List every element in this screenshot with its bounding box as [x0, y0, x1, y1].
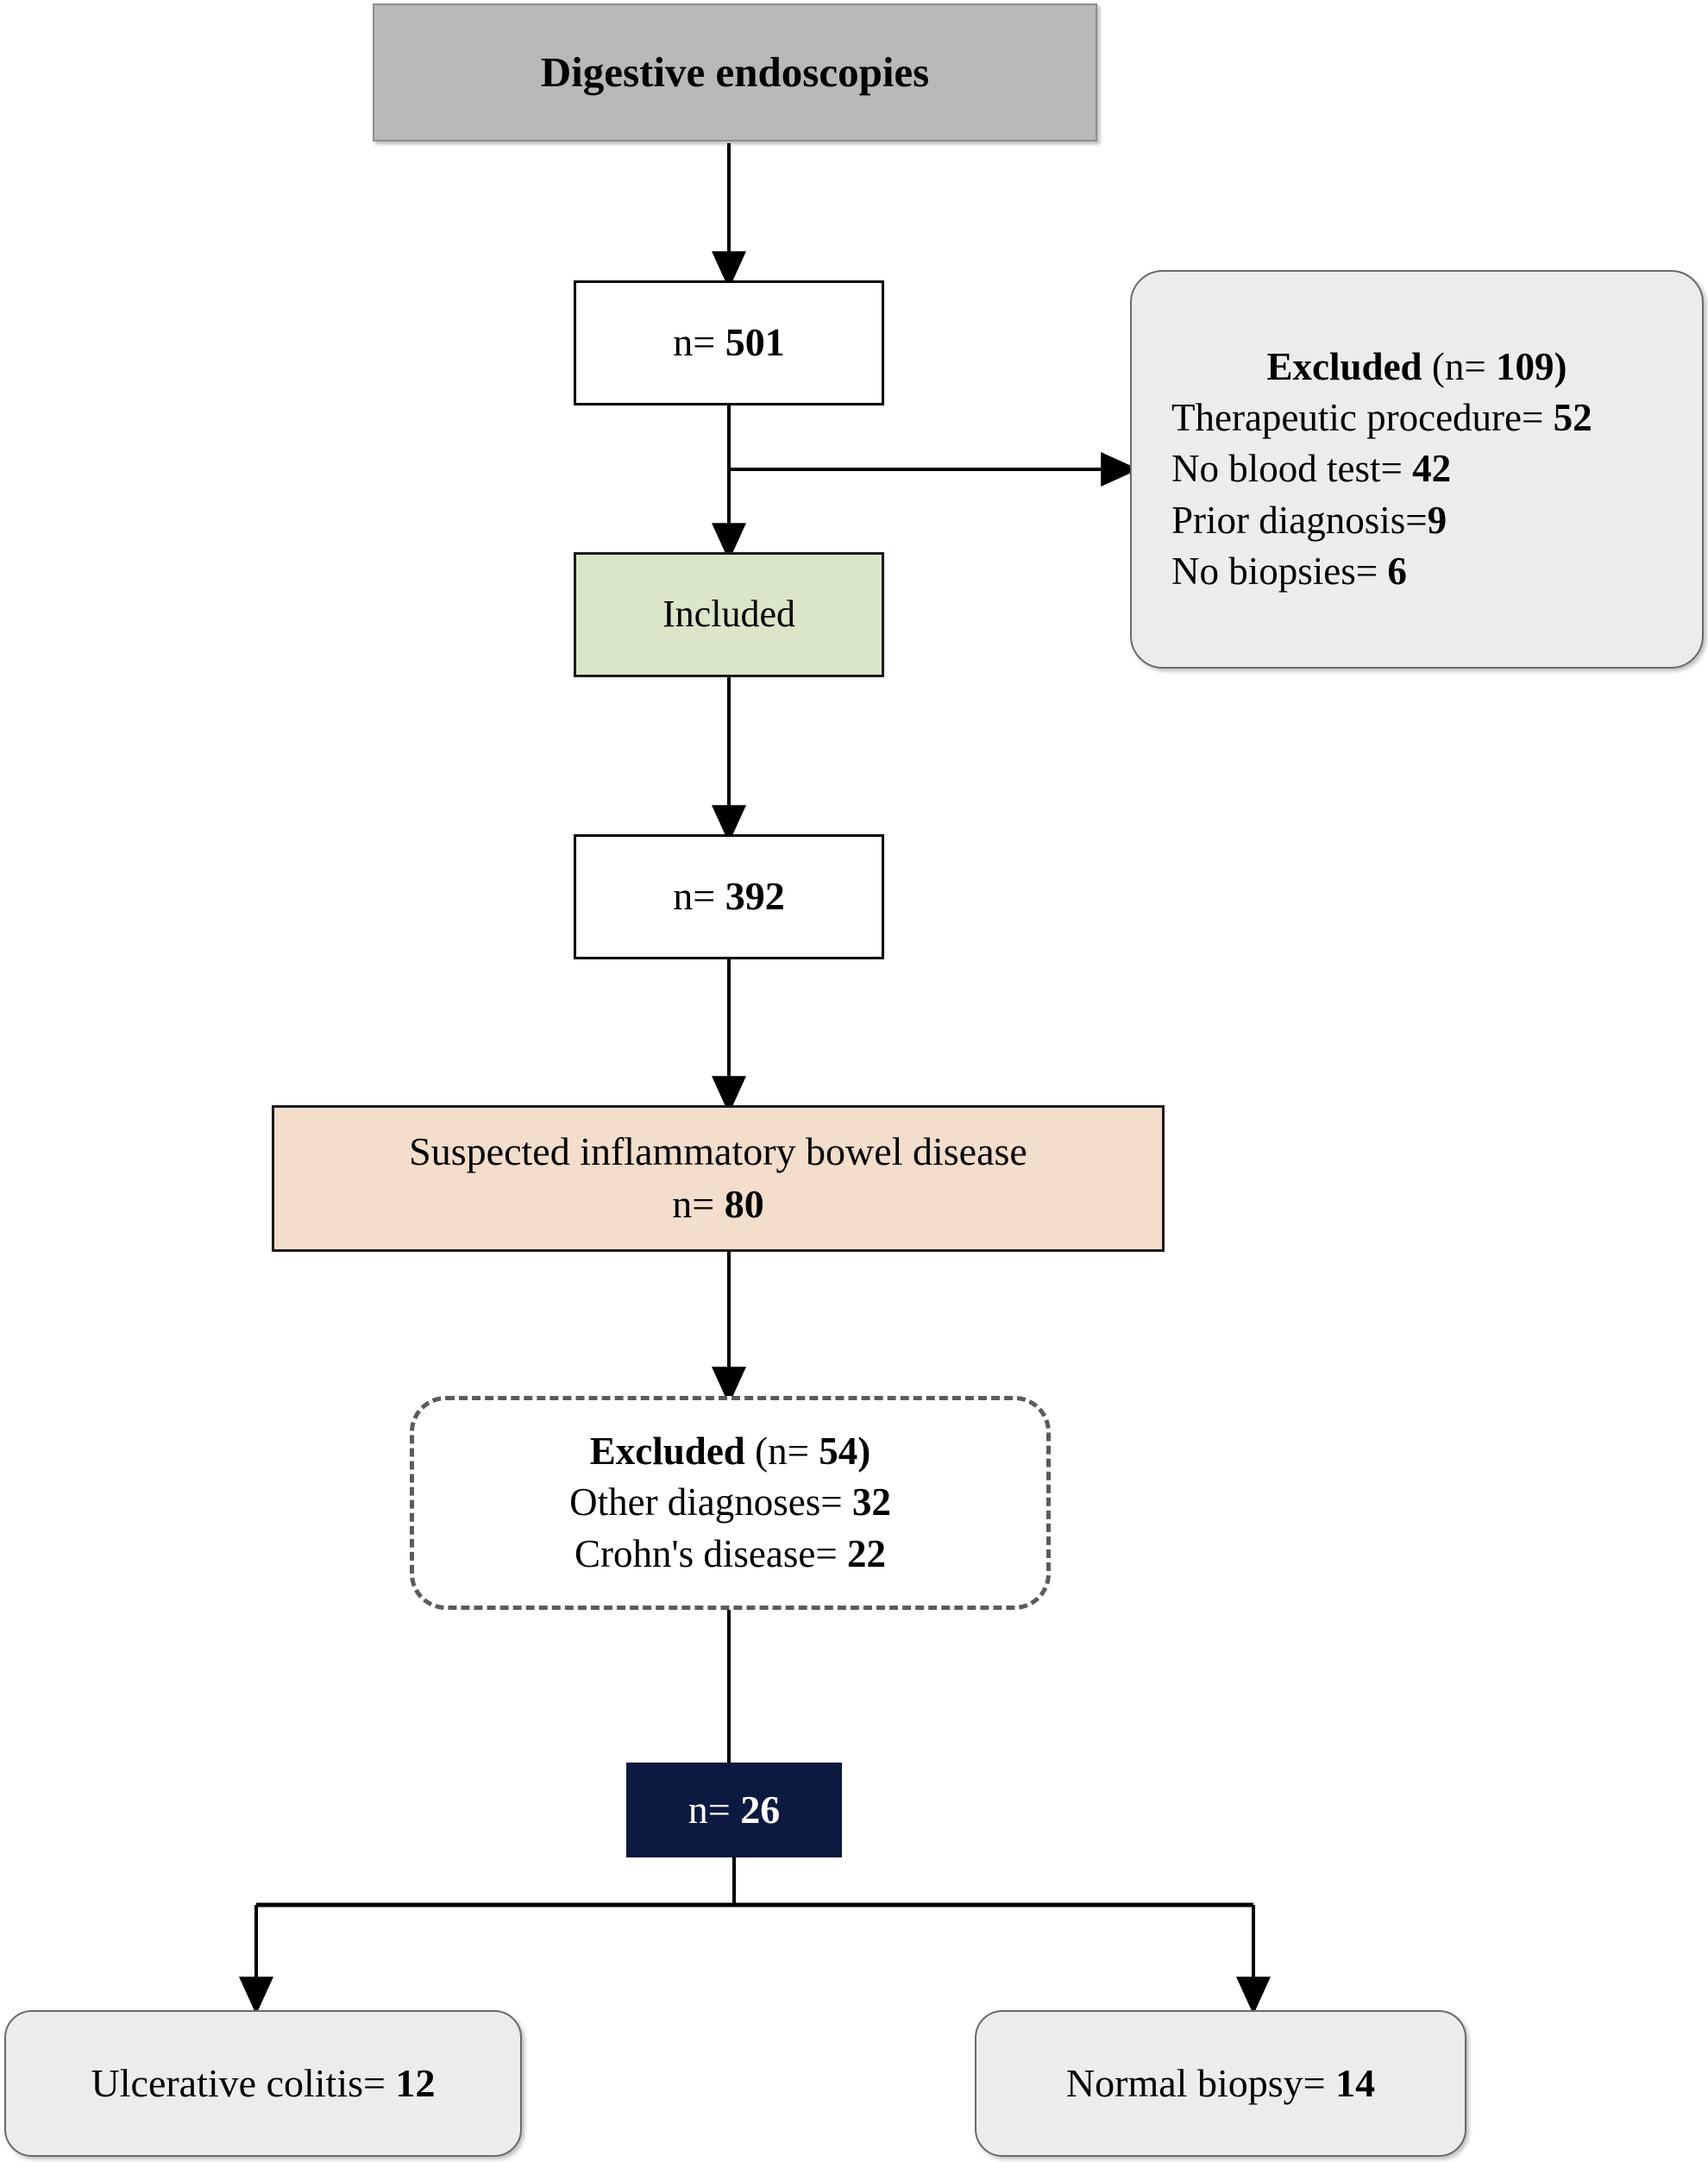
excluded-top-heading-value: 109 [1495, 344, 1554, 388]
total-count-value: 501 [725, 320, 785, 365]
node-ulcerative-colitis[interactable]: Ulcerative colitis= 12 [4, 2010, 522, 2157]
excluded-top-heading: Excluded (n= 109) [1171, 342, 1662, 393]
total-count-prefix: n= [673, 320, 725, 365]
node-remaining-count[interactable]: n= 392 [574, 834, 884, 959]
excluded-top-item-1: No blood test= 42 [1171, 443, 1662, 494]
excluded-dashed-item-0-value: 32 [851, 1480, 891, 1524]
remaining-count-prefix: n= [673, 874, 725, 919]
suspected-label: Suspected inflammatory bowel disease [409, 1129, 1027, 1174]
suspected-count-value: 80 [724, 1182, 764, 1226]
node-normal-biopsy[interactable]: Normal biopsy= 14 [975, 2010, 1466, 2157]
remaining-count-value: 392 [725, 874, 785, 919]
excluded-dashed-heading-paren-close: ) [857, 1429, 871, 1473]
header-label: Digestive endoscopies [540, 47, 930, 96]
node-digestive-endoscopies[interactable]: Digestive endoscopies [373, 3, 1097, 141]
ulcerative-colitis-text: Ulcerative colitis= 12 [91, 2058, 436, 2110]
excluded-top-item-3: No biopsies= 6 [1171, 546, 1662, 597]
excluded-top-heading-paren-close: ) [1554, 344, 1567, 388]
suspected-count-prefix: n= [672, 1182, 725, 1226]
node-excluded-top[interactable]: Excluded (n= 109) Therapeutic procedure=… [1130, 270, 1704, 669]
excluded-dashed-item-1-value: 22 [846, 1531, 886, 1575]
excluded-dashed-item-0: Other diagnoses= 32 [569, 1477, 891, 1528]
excluded-top-item-2-value: 9 [1427, 498, 1447, 542]
excluded-top-item-3-label: No biopsies= [1171, 550, 1388, 594]
final-count-value: 26 [740, 1787, 781, 1832]
excluded-dashed-item-1: Crohn's disease= 22 [575, 1529, 886, 1580]
node-final-count[interactable]: n= 26 [626, 1763, 842, 1857]
excluded-top-heading-prefix: Excluded [1266, 344, 1432, 388]
final-count-text: n= 26 [688, 1784, 780, 1837]
excluded-top-heading-paren-open: (n= [1431, 344, 1496, 388]
excluded-top-item-0: Therapeutic procedure= 52 [1171, 393, 1662, 443]
node-total-count[interactable]: n= 501 [574, 280, 884, 405]
excluded-top-item-1-label: No blood test= [1171, 447, 1413, 491]
excluded-top-item-0-value: 52 [1553, 395, 1592, 439]
final-count-prefix: n= [688, 1787, 741, 1832]
excluded-dashed-heading-prefix: Excluded [589, 1429, 756, 1473]
suspected-count-text: n= 80 [672, 1178, 763, 1231]
excluded-top-item-0-label: Therapeutic procedure= [1171, 395, 1554, 439]
remaining-count-text: n= 392 [673, 870, 784, 923]
excluded-top-item-2: Prior diagnosis=9 [1171, 495, 1662, 546]
node-suspected-ibd[interactable]: Suspected inflammatory bowel disease n= … [272, 1105, 1165, 1252]
excluded-top-item-3-value: 6 [1387, 550, 1407, 594]
normal-biopsy-text: Normal biopsy= 14 [1066, 2058, 1375, 2110]
total-count-text: n= 501 [673, 317, 784, 369]
included-label: Included [662, 593, 795, 636]
ulcerative-colitis-value: 12 [395, 2060, 436, 2105]
excluded-dashed-item-0-label: Other diagnoses= [569, 1480, 852, 1524]
excluded-dashed-heading-value: 54 [819, 1429, 858, 1473]
excluded-dashed-heading-paren-open: (n= [755, 1429, 819, 1473]
excluded-dashed-item-1-label: Crohn's disease= [575, 1531, 847, 1575]
ulcerative-colitis-label: Ulcerative colitis= [91, 2060, 396, 2105]
excluded-top-item-1-value: 42 [1412, 447, 1452, 491]
excluded-top-item-2-label: Prior diagnosis= [1171, 498, 1428, 542]
excluded-dashed-heading: Excluded (n= 54) [590, 1426, 870, 1477]
normal-biopsy-label: Normal biopsy= [1065, 2060, 1336, 2105]
normal-biopsy-value: 14 [1335, 2060, 1376, 2105]
node-excluded-dashed[interactable]: Excluded (n= 54) Other diagnoses= 32 Cro… [410, 1396, 1051, 1610]
node-included[interactable]: Included [574, 552, 884, 677]
